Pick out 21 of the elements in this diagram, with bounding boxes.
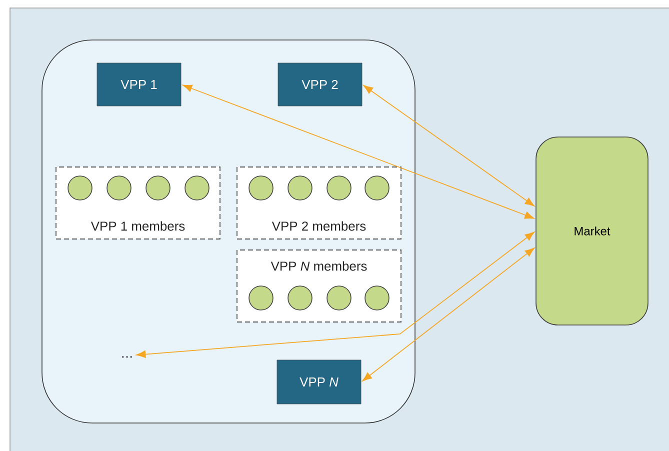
member-circle: [146, 176, 170, 200]
member-circle: [106, 176, 132, 200]
member-circle: [288, 286, 312, 310]
vpp-box: VPP N: [276, 360, 362, 404]
member-circle: [326, 286, 352, 310]
member-circle: [364, 176, 390, 200]
arrow: [363, 85, 534, 206]
member-circle: [326, 176, 352, 200]
market-box: Market: [536, 136, 648, 326]
vpp-box: VPP 2: [278, 62, 362, 106]
member-circle: [364, 286, 390, 310]
arrow: [182, 84, 534, 219]
member-circle: [248, 176, 274, 200]
member-circle: [68, 176, 92, 200]
ellipsis-text: …: [122, 356, 132, 358]
arrow: [362, 248, 535, 382]
member-circle: [248, 286, 274, 310]
vpp-box: VPP 1: [96, 62, 182, 106]
arrow: [136, 232, 535, 358]
member-circle: [184, 176, 210, 200]
member-circle: [288, 176, 312, 200]
